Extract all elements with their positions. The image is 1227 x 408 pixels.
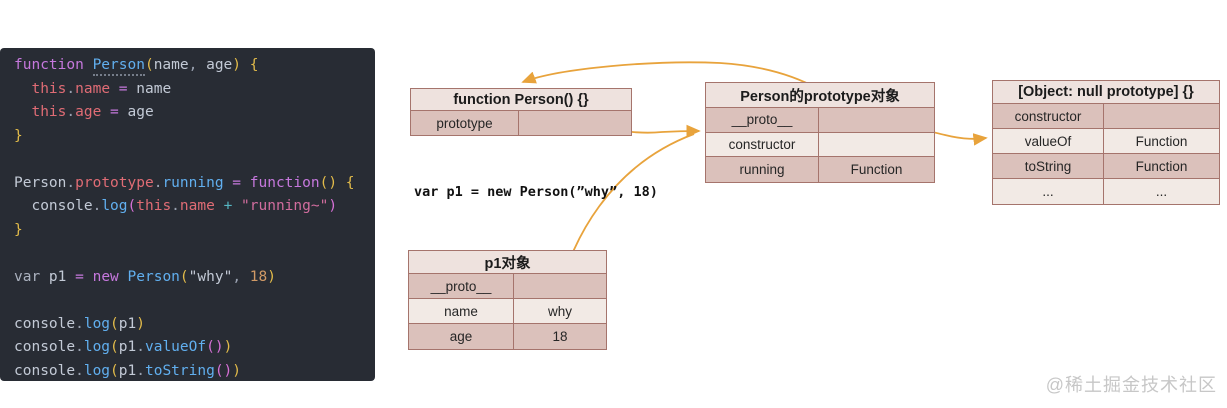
table-cell-key: ... [993, 179, 1104, 204]
code-line: console.log(p1) [14, 315, 145, 332]
code-line: } [14, 221, 23, 238]
code-line: Person.prototype.running = function() { [14, 174, 355, 191]
watermark: @稀土掘金技术社区 [1045, 375, 1217, 395]
table-row: __proto__ [409, 274, 606, 299]
table-row: __proto__ [706, 108, 934, 133]
table-cell-value [519, 111, 631, 135]
code-line: console.log(p1.valueOf()) [14, 339, 233, 355]
table-row: name why [409, 299, 606, 324]
table-p1-object: p1对象__proto__name why age 18 [408, 250, 607, 350]
code-line [14, 289, 375, 313]
table-title: p1对象 [409, 251, 606, 274]
code-line [14, 242, 375, 266]
code-line: this.age = age [31, 104, 154, 120]
table-cell-value: why [547, 303, 572, 319]
code-line: } [14, 127, 23, 144]
table-cell-key: constructor [706, 132, 819, 157]
code-editor-panel: function Person(name, age) { this.name =… [0, 48, 375, 381]
table-row: constructor [706, 132, 934, 158]
table-cell-key: constructor [993, 104, 1104, 128]
code-line: function Person(name, age) { [14, 54, 375, 78]
code-line: this.name = name [31, 80, 172, 97]
table-row: ...... [993, 179, 1219, 204]
code-line: console.log(p1.toString()) [14, 362, 242, 379]
table-cell-value [819, 133, 934, 157]
table-cell-key: __proto__ [409, 274, 514, 298]
table-cell-key: prototype [411, 111, 519, 135]
table-function-person: function Person() {}prototype [410, 88, 632, 136]
table-cell-value: Function [1135, 133, 1188, 149]
table-row: prototype [411, 111, 631, 135]
table-cell-value [819, 108, 934, 132]
table-row: valueOf Function [993, 129, 1219, 154]
table-cell-key: toString [993, 154, 1104, 178]
table-cell-key: __proto__ [706, 108, 819, 132]
table-title: Person的prototype对象 [706, 83, 934, 108]
table-row: running Function [706, 157, 934, 183]
table-row: age 18 [409, 324, 606, 349]
table-cell-value [1104, 104, 1219, 128]
table-cell-key: running [706, 157, 819, 183]
table-cell-value: Function [850, 162, 903, 178]
code-line: console.log(this.name + "running~") [31, 198, 338, 214]
table-cell-value: 18 [552, 329, 568, 344]
table-cell-key: valueOf [993, 129, 1104, 153]
table-row: toString Function [993, 154, 1219, 179]
table-row: constructor [993, 104, 1219, 129]
table-cell-value: Function [1135, 158, 1188, 174]
code-line: var p1 = new Person("why", 18) [14, 268, 276, 285]
table-title: function Person() {} [411, 89, 631, 111]
table-cell-value [514, 274, 606, 298]
table-cell-key: name [409, 299, 514, 323]
table-title: [Object: null prototype] {} [993, 81, 1219, 104]
code-line [14, 148, 375, 172]
table-cell-value: ... [1155, 184, 1168, 199]
table-cell-key: age [409, 324, 514, 349]
diagram-code-text: var p1 = new Person(”why”, 18) [414, 184, 658, 200]
